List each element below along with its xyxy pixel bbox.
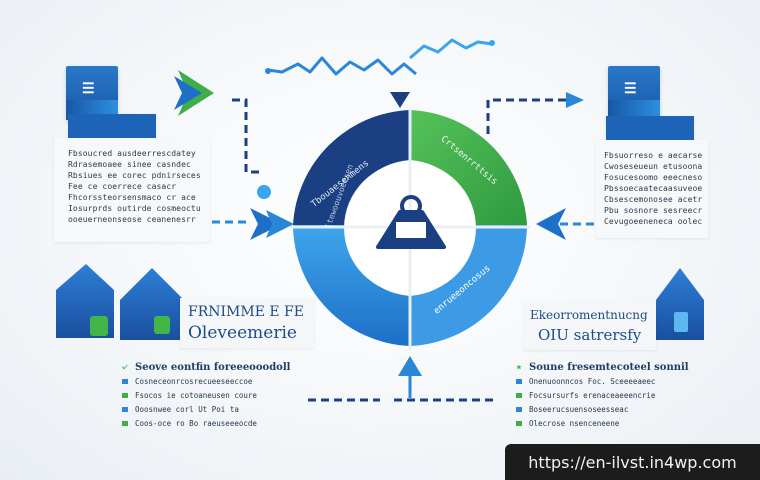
list-item: Onenuoonncos Foc. Sceeeeaeec bbox=[516, 374, 694, 388]
list-item-text: Cosneceonrcosrecueeseeccoe bbox=[135, 376, 253, 386]
left-title-block: FRNIMME E FE Oleveemerie bbox=[180, 298, 314, 348]
list-item-text: Onenuoonncos Foc. Sceeeeaeec bbox=[529, 376, 656, 386]
house-icon-right bbox=[656, 268, 704, 340]
right-panel-line: Fosucesoomo eeecnesot bbox=[604, 173, 702, 182]
document-tab-right bbox=[606, 116, 694, 142]
document-tab-left bbox=[68, 114, 156, 140]
left-info-panel: Fbsoucred ausdeerrescdatey Rdrasemoaee s… bbox=[54, 138, 210, 242]
document-icon-right: ☰ bbox=[608, 66, 660, 120]
right-list-heading-text: Soune fresemtecoteel sonnil bbox=[529, 361, 689, 373]
right-title-line1: Ekeorromentnucng bbox=[530, 308, 648, 322]
left-panel-line: Fee ce coerrece casacr bbox=[68, 182, 177, 191]
bullet-icon bbox=[516, 420, 522, 426]
bullet-icon bbox=[516, 392, 522, 398]
check-icon bbox=[122, 364, 128, 370]
list-item: Coos-oce ro Bo raeuseeeocde bbox=[122, 416, 308, 430]
bullet-icon bbox=[122, 392, 128, 398]
ring-segment-light-right bbox=[410, 225, 527, 346]
bullet-icon bbox=[122, 406, 128, 412]
left-panel-line: Rdrasemoaee sinee casndec bbox=[68, 160, 191, 169]
ring-segment-light-left bbox=[293, 225, 410, 346]
list-item-text: Focsursurfs erenaceaeeencrie bbox=[529, 390, 656, 400]
signal-line-top bbox=[265, 38, 495, 108]
arrow-bottom bbox=[308, 356, 498, 402]
arrow-right-middle bbox=[536, 208, 604, 240]
left-panel-line: ooeuerneonseose ceanenesrr bbox=[68, 215, 196, 224]
bullet-icon bbox=[516, 406, 522, 412]
right-panel-line: Cbsescemonosee acetrse bbox=[604, 195, 702, 204]
right-panel-line: Cevugoeeneneca ooleccsoee bbox=[604, 217, 702, 226]
list-item-text: Fsocos ie cotoaneusen coure bbox=[135, 390, 257, 400]
bullet-icon bbox=[122, 378, 128, 384]
right-title-line2: OIU satrersfy bbox=[538, 326, 642, 344]
left-list: Seove eontfin foreeeooodoll Cosneceonrco… bbox=[122, 360, 308, 430]
list-item: Cosneceonrcosrecueeseeccoe bbox=[122, 374, 308, 388]
list-item: Focsursurfs erenaceaeeencrie bbox=[516, 388, 694, 402]
arrow-right-top bbox=[486, 92, 584, 134]
ring-segment-green bbox=[410, 110, 527, 225]
right-panel-line: Pbu sosnore sesreecrersseu bbox=[604, 206, 702, 215]
left-panel-line: Iosurprds outirde cosmeoctuc bbox=[68, 204, 200, 213]
left-list-heading-text: Seove eontfin foreeeooodoll bbox=[135, 361, 291, 373]
house-icon-left-1 bbox=[56, 264, 114, 338]
list-item-text: Boseerucsuensoseesseac bbox=[529, 404, 629, 414]
right-info-panel: Fbsuorreso e aecarserees Cwoseseueun etu… bbox=[596, 140, 708, 238]
left-panel-line: Fhcorssteorsensmaco cr ace bbox=[68, 193, 196, 202]
list-item-text: Ooosnwee corl Ut Poi ta bbox=[135, 404, 239, 414]
right-panel-line: Cwoseseueun etusoonaesse bbox=[604, 162, 702, 171]
list-item: Olecrose nsenceneene bbox=[516, 416, 694, 430]
left-title-line1: FRNIMME E FE bbox=[188, 304, 304, 320]
left-panel-line: Fbsoucred ausdeerrescdatey bbox=[68, 149, 196, 158]
list-item-text: Coos-oce ro Bo raeuseeeocde bbox=[135, 418, 257, 428]
house-icon-left-2 bbox=[120, 268, 184, 340]
list-item: Fsocos ie cotoaneusen coure bbox=[122, 388, 308, 402]
arrow-left-middle bbox=[212, 208, 294, 240]
warning-triangle-icon bbox=[376, 195, 446, 249]
right-panel-line: Fbsuorreso e aecarserees bbox=[604, 151, 702, 160]
source-url-badge: https://en-ilvst.in4wp.com bbox=[505, 444, 760, 480]
left-list-heading: Seove eontfin foreeeooodoll bbox=[122, 360, 308, 374]
right-panel-line: Pbssoecaatecaasuveoee bbox=[604, 184, 702, 193]
list-item-text: Olecrose nsenceneene bbox=[529, 418, 620, 428]
bullet-icon bbox=[516, 378, 522, 384]
document-icon-left: ☰ bbox=[66, 66, 118, 120]
list-item: Ooosnwee corl Ut Poi ta bbox=[122, 402, 308, 416]
bullet-icon bbox=[122, 420, 128, 426]
arrow-left-top bbox=[174, 70, 271, 199]
star-icon bbox=[516, 364, 522, 370]
left-panel-line: Rbsiues ee corec pdnirseces bbox=[68, 171, 200, 180]
list-item: Boseerucsuensoseesseac bbox=[516, 402, 694, 416]
right-list: Soune fresemtecoteel sonnil Onenuoonncos… bbox=[516, 360, 694, 430]
left-title-line2: Oleveemerie bbox=[188, 323, 297, 343]
right-list-heading: Soune fresemtecoteel sonnil bbox=[516, 360, 694, 374]
ring-segment-dark bbox=[293, 110, 410, 225]
right-title-block: Ekeorromentnucng OIU satrersfy bbox=[524, 302, 656, 350]
